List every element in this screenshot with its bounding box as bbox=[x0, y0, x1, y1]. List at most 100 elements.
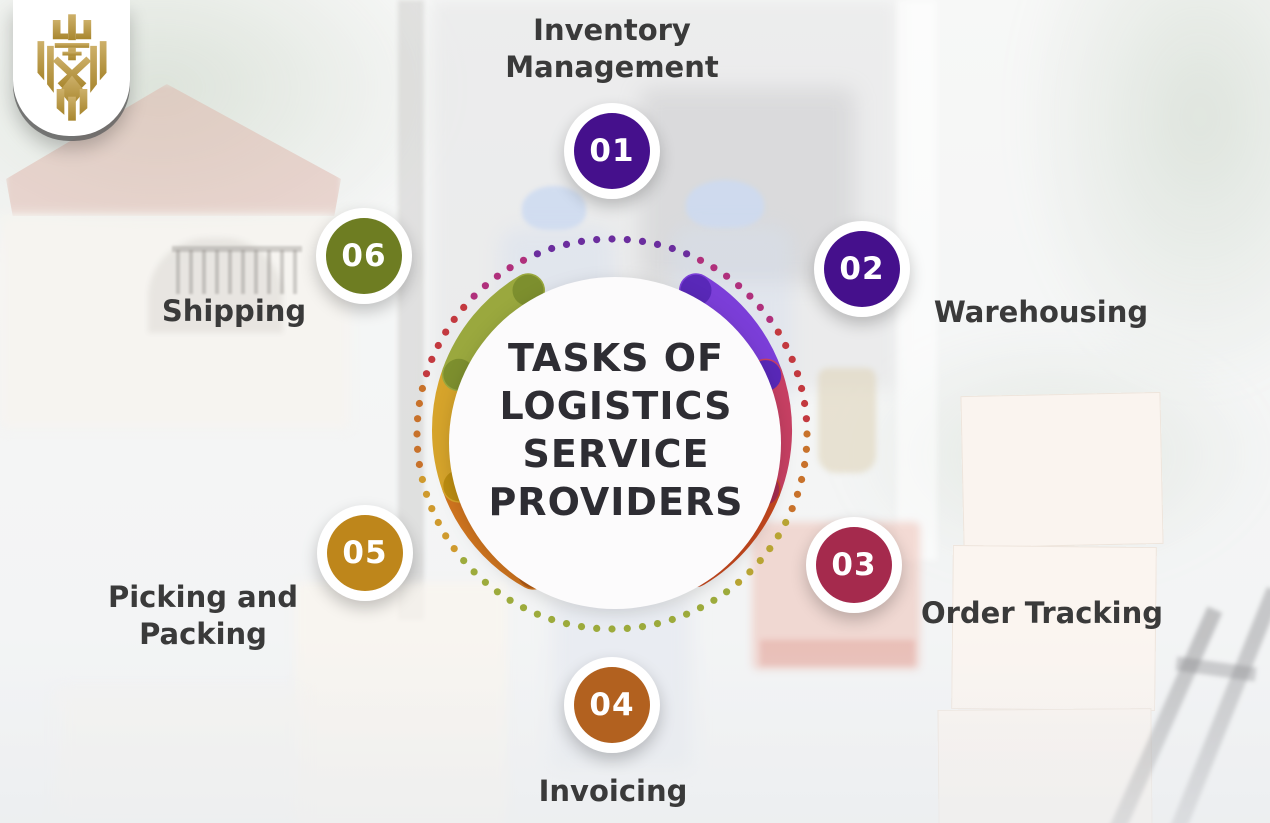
wicker-basket bbox=[818, 368, 876, 473]
center-title: TASKS OF LOGISTICS SERVICE PROVIDERS bbox=[488, 334, 743, 526]
ring-dot bbox=[562, 620, 571, 628]
ring-dot bbox=[668, 615, 676, 624]
badge-circle: 03 bbox=[816, 527, 892, 603]
ring-dot bbox=[803, 430, 811, 438]
badge-circle: 05 bbox=[327, 515, 403, 591]
center-disc bbox=[449, 277, 781, 609]
ring-dot bbox=[774, 532, 782, 540]
golden-crest-icon bbox=[37, 14, 106, 121]
ring-dot bbox=[577, 237, 586, 245]
ring-dot bbox=[548, 615, 556, 624]
ring-dot bbox=[756, 303, 764, 311]
ring-dot bbox=[608, 625, 616, 633]
badge-06-shipping: 06 bbox=[316, 208, 412, 304]
ring-dot bbox=[696, 256, 705, 264]
worker-cap-right bbox=[686, 180, 764, 228]
ring-dot bbox=[746, 292, 754, 300]
center-title-line: PROVIDERS bbox=[488, 480, 744, 524]
ring-dot bbox=[422, 370, 431, 378]
ring-dot bbox=[746, 568, 754, 576]
balcony-rail-top bbox=[172, 246, 302, 252]
center-title-line: LOGISTICS bbox=[499, 384, 733, 428]
label-order-tracking: Order Tracking bbox=[921, 595, 1163, 632]
truck-door-frame-left bbox=[398, 0, 424, 620]
ring-dot bbox=[415, 399, 423, 408]
badge-circle: 06 bbox=[326, 218, 402, 294]
badge-number: 04 bbox=[589, 686, 635, 723]
ring-dot bbox=[653, 240, 662, 248]
ring-dot bbox=[450, 545, 458, 553]
label-line: Picking and bbox=[107, 580, 299, 614]
ring-dot bbox=[506, 264, 514, 272]
label-line: Warehousing bbox=[933, 295, 1149, 329]
badge-circle: 01 bbox=[574, 113, 650, 189]
badge-04-invoicing: 04 bbox=[564, 657, 660, 753]
logo-card bbox=[13, 0, 130, 136]
ring-dot bbox=[801, 460, 809, 469]
badge-number: 05 bbox=[342, 534, 388, 571]
ring-dot bbox=[723, 588, 731, 596]
label-line: Inventory bbox=[533, 13, 691, 47]
label-line: Order Tracking bbox=[920, 596, 1164, 630]
ring-dot bbox=[766, 545, 774, 553]
ring-dot bbox=[414, 445, 422, 453]
balcony-railing bbox=[176, 250, 298, 294]
badge-circle: 02 bbox=[824, 231, 900, 307]
label-line: Management bbox=[505, 50, 719, 84]
ring-dot bbox=[782, 518, 790, 527]
house-arch-window bbox=[148, 238, 283, 333]
ring-dot bbox=[442, 532, 450, 540]
ring-dot bbox=[802, 415, 811, 423]
ring-dot bbox=[460, 303, 468, 311]
ring-dot bbox=[766, 315, 774, 323]
ring-dot bbox=[533, 250, 542, 258]
ring-dot bbox=[710, 264, 718, 272]
ring-dot bbox=[788, 355, 796, 363]
ring-dot bbox=[756, 557, 764, 565]
ring-dot bbox=[593, 624, 601, 633]
badge-03-order-tracking: 03 bbox=[806, 517, 902, 613]
ring-dot bbox=[801, 399, 809, 408]
ring-dot bbox=[434, 341, 442, 350]
ring-dot bbox=[668, 244, 676, 253]
ring-dot bbox=[710, 596, 718, 604]
ring-dot bbox=[735, 282, 743, 290]
label-warehousing: Warehousing bbox=[934, 294, 1148, 331]
ring-dot bbox=[798, 475, 806, 484]
ring-dot bbox=[418, 384, 426, 393]
ring-dot bbox=[593, 236, 601, 244]
ring-dot bbox=[422, 490, 431, 498]
badge-circle: 04 bbox=[574, 667, 650, 743]
label-inventory-management: Inventory Management bbox=[505, 12, 718, 86]
badge-02-warehousing: 02 bbox=[814, 221, 910, 317]
label-line: Invoicing bbox=[538, 774, 688, 808]
ring-dot bbox=[533, 610, 542, 618]
ring-dot bbox=[638, 237, 647, 245]
center-title-line: TASKS OF bbox=[507, 336, 725, 380]
ring-dot bbox=[493, 272, 501, 280]
label-picking-and-packing: Picking and Packing bbox=[108, 579, 298, 653]
ring-dot bbox=[683, 250, 691, 258]
ring-dot bbox=[481, 282, 489, 290]
ring-dot bbox=[788, 505, 796, 513]
ring-dot bbox=[798, 384, 806, 393]
ring-dot bbox=[413, 430, 421, 438]
ring-dot bbox=[434, 518, 442, 527]
label-line: Packing bbox=[139, 617, 267, 651]
ring-dot bbox=[450, 315, 458, 323]
badge-number: 01 bbox=[589, 132, 635, 169]
badge-05-picking-and-packing: 05 bbox=[317, 505, 413, 601]
ring-dot bbox=[506, 596, 514, 604]
ring-dot bbox=[460, 557, 468, 565]
ring-dot bbox=[735, 578, 743, 586]
badge-number: 03 bbox=[831, 546, 877, 583]
ring-dot bbox=[608, 235, 616, 243]
ring-dot bbox=[414, 415, 422, 423]
badge-number: 06 bbox=[341, 237, 387, 274]
ring-dot bbox=[577, 623, 586, 631]
ring-dot bbox=[493, 588, 501, 596]
ring-dot bbox=[683, 610, 691, 618]
ring-dot bbox=[623, 236, 631, 244]
